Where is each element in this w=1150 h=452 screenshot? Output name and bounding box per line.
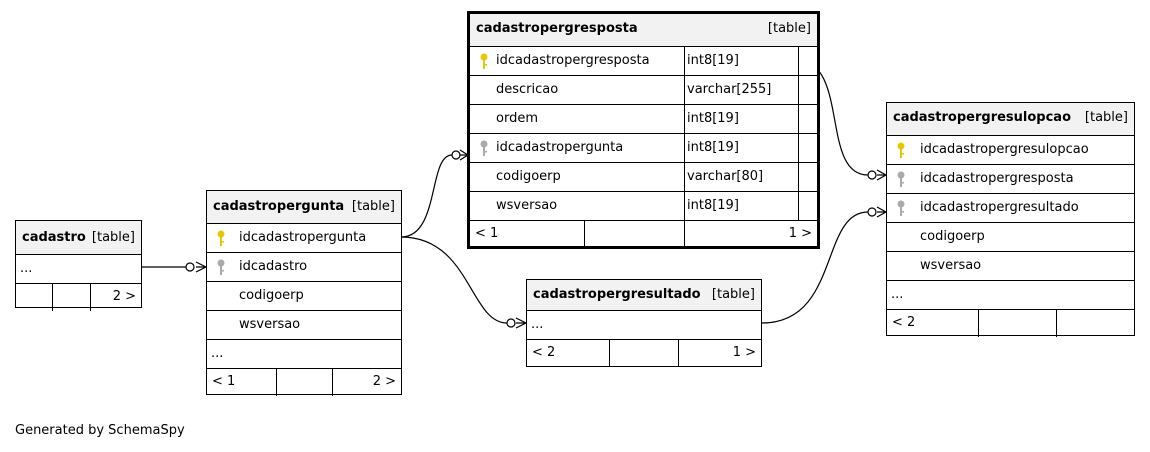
children-count: 2 > — [372, 374, 396, 389]
table-row: codigoerp — [207, 282, 401, 311]
edge-cadastropergunta-cadastropergresultado — [400, 236, 508, 324]
primary-key-icon — [480, 53, 488, 69]
table-name: cadastropergresultado — [533, 287, 701, 302]
column-name: idcadastropergunta — [496, 140, 624, 155]
table-name: cadastropergresposta — [476, 21, 638, 36]
table-kind: [table] — [767, 21, 811, 36]
table-footer: < 1 1 > — [470, 221, 817, 248]
table-footer: < 2 1 > — [527, 340, 761, 367]
column-name: idcadastropergresultado — [920, 200, 1079, 215]
column-name: ... — [20, 261, 33, 276]
column-type: int8[19] — [687, 53, 739, 68]
edge-cadastropergresultado-cadastropergresulopcao — [761, 211, 869, 324]
table-row: idcadastropergresposta int8[19] — [470, 47, 817, 76]
foreign-key-icon — [897, 171, 905, 187]
parents-count: < 2 — [892, 315, 916, 330]
table-cadastro[interactable]: cadastro [table] ... 2 > — [15, 220, 142, 311]
table-cadastropergresposta[interactable]: cadastropergresposta [table] idcadastrop… — [467, 11, 820, 249]
table-footer: < 2 — [887, 310, 1134, 337]
table-row: codigoerp varchar[80] — [470, 163, 817, 192]
column-type: varchar[255] — [687, 82, 772, 97]
table-header: cadastropergresposta [table] — [470, 14, 817, 47]
table-name: cadastropergunta — [213, 199, 345, 214]
column-name: idcadastropergunta — [239, 230, 367, 245]
column-name: idcadastropergresposta — [920, 171, 1074, 186]
foreign-key-icon — [217, 259, 225, 275]
table-row: idcadastro — [207, 253, 401, 282]
table-row: ... — [16, 255, 141, 284]
column-name: idcadastro — [239, 259, 308, 274]
column-name: codigoerp — [920, 229, 985, 244]
parents-count: < 1 — [212, 374, 236, 389]
parents-count: < 1 — [475, 226, 499, 241]
foreign-key-icon — [480, 140, 488, 156]
table-row: ordem int8[19] — [470, 105, 817, 134]
table-name: cadastropergresulopcao — [893, 110, 1072, 125]
table-header: cadastropergresultado [table] — [527, 280, 761, 311]
table-kind: [table] — [91, 230, 135, 245]
primary-key-icon — [217, 230, 225, 246]
table-header: cadastropergunta [table] — [207, 191, 401, 224]
table-row: idcadastropergresulopcao — [887, 136, 1134, 165]
column-name: wsversao — [496, 198, 558, 213]
generated-by-credit: Generated by SchemaSpy — [15, 423, 185, 438]
children-count: 1 > — [732, 345, 756, 360]
table-cadastropergunta[interactable]: cadastropergunta [table] idcadastropergu… — [206, 190, 402, 396]
table-cadastropergresultado[interactable]: cadastropergresultado [table] ... < 2 1 … — [526, 279, 762, 367]
table-row: ... — [887, 281, 1134, 310]
table-cadastropergresulopcao[interactable]: cadastropergresulopcao [table] idcadastr… — [886, 102, 1135, 337]
table-kind: [table] — [351, 199, 395, 214]
table-row: wsversao int8[19] — [470, 192, 817, 221]
column-name: codigoerp — [496, 169, 561, 184]
table-row: idcadastropergresultado — [887, 194, 1134, 223]
parents-count: < 2 — [532, 345, 556, 360]
table-row: wsversao — [207, 311, 401, 340]
table-footer: 2 > — [16, 284, 141, 311]
table-row: wsversao — [887, 252, 1134, 281]
column-name: wsversao — [239, 317, 301, 332]
children-count: 1 > — [788, 226, 812, 241]
table-row: idcadastropergunta — [207, 224, 401, 253]
table-name: cadastro — [22, 230, 86, 245]
table-row: descricao varchar[255] — [470, 76, 817, 105]
column-name: ... — [891, 287, 904, 302]
foreign-key-icon — [897, 200, 905, 216]
column-type: int8[19] — [687, 140, 739, 155]
table-row: codigoerp — [887, 223, 1134, 252]
column-type: int8[19] — [687, 198, 739, 213]
table-row: ... — [207, 340, 401, 369]
column-name: wsversao — [920, 258, 982, 273]
table-row: ... — [527, 311, 761, 340]
column-name: descricao — [496, 82, 559, 97]
table-kind: [table] — [1084, 110, 1128, 125]
column-name: idcadastropergresulopcao — [920, 142, 1089, 157]
column-type: varchar[80] — [687, 169, 764, 184]
column-name: ordem — [496, 111, 538, 126]
column-name: ... — [211, 346, 224, 361]
children-count: 2 > — [112, 289, 136, 304]
table-header: cadastro [table] — [16, 221, 141, 255]
column-name: idcadastropergresposta — [496, 53, 650, 68]
table-header: cadastropergresulopcao [table] — [887, 103, 1134, 136]
table-kind: [table] — [711, 287, 755, 302]
column-name: ... — [531, 317, 544, 332]
column-type: int8[19] — [687, 111, 739, 126]
primary-key-icon — [897, 142, 905, 158]
table-row: idcadastropergresposta — [887, 165, 1134, 194]
edge-cadastropergunta-cadastropergresposta — [400, 154, 453, 238]
table-footer: < 1 2 > — [207, 369, 401, 396]
column-name: codigoerp — [239, 288, 304, 303]
table-row: idcadastropergunta int8[19] — [470, 134, 817, 163]
